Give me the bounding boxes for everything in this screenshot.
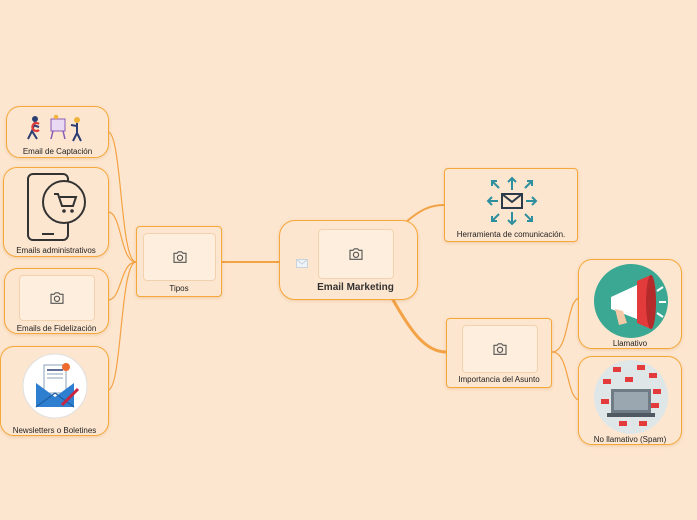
envelope-arrows-icon <box>486 175 538 232</box>
spam-laptop-icon <box>593 359 669 440</box>
tipos-image-placeholder <box>143 233 216 281</box>
central-label: Email Marketing <box>317 282 394 293</box>
phone-cart-icon <box>26 173 90 246</box>
tipos-node[interactable]: Tipos <box>136 226 222 297</box>
captacion-node[interactable]: Email de Captación <box>6 106 109 158</box>
camera-icon <box>349 248 363 260</box>
spam-label: No llamativo (Spam) <box>593 435 667 444</box>
camera-icon <box>493 343 507 355</box>
newsletters-label: Newsletters o Boletines <box>12 426 97 435</box>
connector-tipos-administrativos <box>107 211 137 263</box>
people-with-magnet-icon <box>25 113 89 148</box>
fidelizacion-label: Emails de Fidelización <box>16 324 97 333</box>
connector-central-importancia <box>390 297 447 354</box>
megaphone-icon <box>593 263 669 344</box>
herramienta-label: Herramienta de comunicación. <box>456 230 566 239</box>
envelope-icon <box>296 255 308 273</box>
administrativos-label: Emails administrativos <box>16 246 96 255</box>
connector-importancia-llamativo <box>551 297 581 353</box>
llamativo-label: Llamativo <box>612 339 648 348</box>
newsletter-envelope-icon <box>22 353 88 424</box>
connector-tipos-newsletters <box>107 261 137 391</box>
importancia-node[interactable]: Importancia del Asunto <box>446 318 552 388</box>
importancia-label: Importancia del Asunto <box>458 375 540 384</box>
administrativos-node[interactable]: Emails administrativos <box>3 167 109 257</box>
camera-icon <box>50 292 64 304</box>
tipos-label: Tipos <box>169 284 189 293</box>
connector-tipos-fidelizacion <box>107 261 137 301</box>
camera-icon <box>172 251 187 263</box>
spam-node[interactable]: No llamativo (Spam) <box>578 356 682 445</box>
connector-importancia-spam <box>551 351 581 401</box>
herramienta-node[interactable]: Herramienta de comunicación. <box>444 168 578 242</box>
newsletters-node[interactable]: Newsletters o Boletines <box>0 346 109 436</box>
connector-tipos-captacion <box>107 131 137 263</box>
connector-central-herramienta <box>405 204 445 223</box>
fidelizacion-image-placeholder <box>19 275 95 321</box>
central-image-placeholder <box>318 229 394 279</box>
central-node[interactable]: Email Marketing <box>279 220 418 300</box>
captacion-label: Email de Captación <box>22 147 93 156</box>
llamativo-node[interactable]: Llamativo <box>578 259 682 349</box>
importancia-image-placeholder <box>462 325 538 373</box>
fidelizacion-node[interactable]: Emails de Fidelización <box>4 268 109 334</box>
